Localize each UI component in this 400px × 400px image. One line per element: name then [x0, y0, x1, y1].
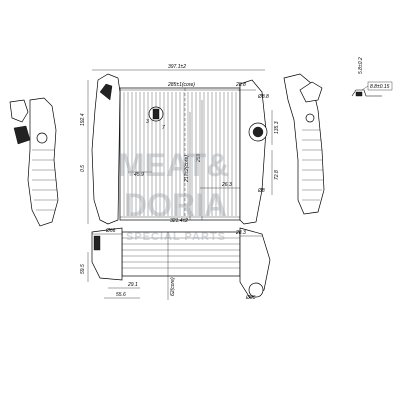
watermark-line1: MEAT& [118, 147, 229, 183]
dim-right-pipe-offset: 28.3 [235, 230, 246, 236]
dim-seal-dia: Ø8.8 [257, 94, 269, 100]
right-port-inner [252, 126, 264, 138]
dim-section-box: 8.8±0.15 [370, 84, 390, 90]
bottom-left-flange [93, 235, 101, 251]
dim-pipe-spacing: 55.6 [116, 292, 126, 298]
dim-core-length: 321.4±2 [170, 218, 188, 224]
dim-pipe-offset: 29.1 [127, 282, 138, 288]
dim-core-height-2: 259 [196, 153, 202, 163]
left-side-hole [36, 132, 48, 144]
section-detail [351, 81, 393, 97]
dim-core-height: 217±2(core) [184, 155, 190, 183]
left-side-bracket [13, 125, 31, 145]
right-side-ribs [302, 129, 323, 201]
left-side-view [9, 97, 59, 227]
dim-detail-3: 3 [146, 119, 149, 125]
dim-left-pipe-dia: Ø66 [105, 228, 116, 234]
dim-right-pipe-dia: Ø56 [245, 295, 256, 301]
left-tank [91, 73, 121, 225]
bottom-core-fins [122, 237, 240, 269]
dim-right-height-top: 135.3 [274, 121, 280, 134]
dim-right-height-low: 72.8 [274, 170, 280, 180]
right-side-neck [299, 81, 323, 103]
right-side-hole [305, 113, 315, 123]
left-side-ribs [32, 149, 57, 211]
dim-overall-width: 397.1±2 [168, 64, 186, 70]
bottom-view [91, 227, 271, 299]
dim-inner-x: 45.9 [134, 172, 144, 178]
bottom-right-pipe [248, 282, 264, 298]
right-tank [239, 79, 267, 225]
watermark-line2: DORIA [124, 187, 227, 223]
bottom-dimension-lines [87, 232, 262, 300]
left-tank-inlet [99, 83, 113, 101]
dim-core-width: 285±1(core) [167, 82, 195, 88]
right-side-view [283, 73, 325, 215]
front-view [91, 73, 268, 225]
left-side-body [27, 97, 59, 227]
section-seal [355, 91, 363, 97]
dim-core-depth: 62(core) [170, 277, 176, 296]
dim-pipe-height: 59.5 [80, 264, 86, 274]
dim-section-label: 5.8±0.2 [358, 57, 364, 74]
dim-port-dia-right: Ø8 [257, 188, 265, 194]
section-profile [351, 89, 382, 97]
watermark-line3: SPECIAL PARTS [126, 231, 226, 243]
left-side-flange [9, 99, 29, 123]
bottom-right-tank [239, 227, 271, 299]
detail-mark [152, 108, 160, 120]
dim-left-height: 192.4 [80, 113, 86, 126]
dim-inner-y: 26.3 [221, 182, 232, 188]
dim-detail-7: 7 [162, 125, 165, 131]
dim-left-offset: 0.5 [80, 165, 86, 172]
front-dimension-lines [87, 69, 273, 224]
watermark: MEAT& DORIA SPECIAL PARTS [118, 147, 229, 243]
dim-right-offset: 28.8 [235, 82, 246, 88]
